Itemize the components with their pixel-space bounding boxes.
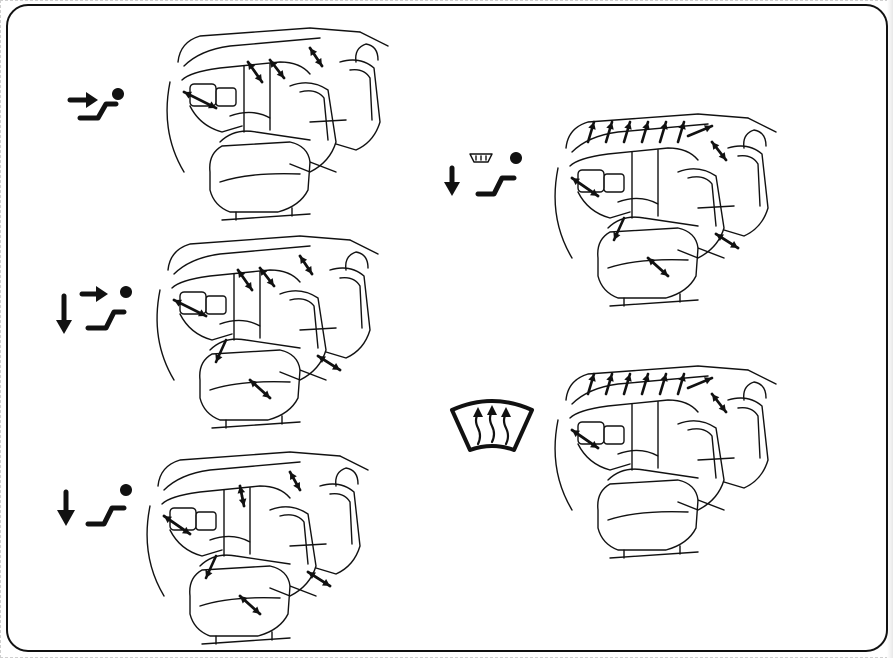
floor-mode-illustration	[140, 446, 380, 646]
floor-vent-icon	[52, 478, 142, 538]
windshield-defrost-icon	[448, 398, 538, 462]
bi-level-vent-icon	[52, 282, 142, 342]
airflow-arrows	[184, 48, 322, 108]
airflow-arrows	[572, 374, 726, 448]
defrost-mode-illustration	[548, 360, 788, 560]
bi-level-mode-illustration	[150, 230, 390, 430]
face-vent-icon	[62, 82, 132, 132]
floor-defrost-mode-illustration	[548, 108, 788, 308]
face-mode-illustration	[160, 22, 400, 222]
floor-defrost-icon	[440, 148, 540, 208]
